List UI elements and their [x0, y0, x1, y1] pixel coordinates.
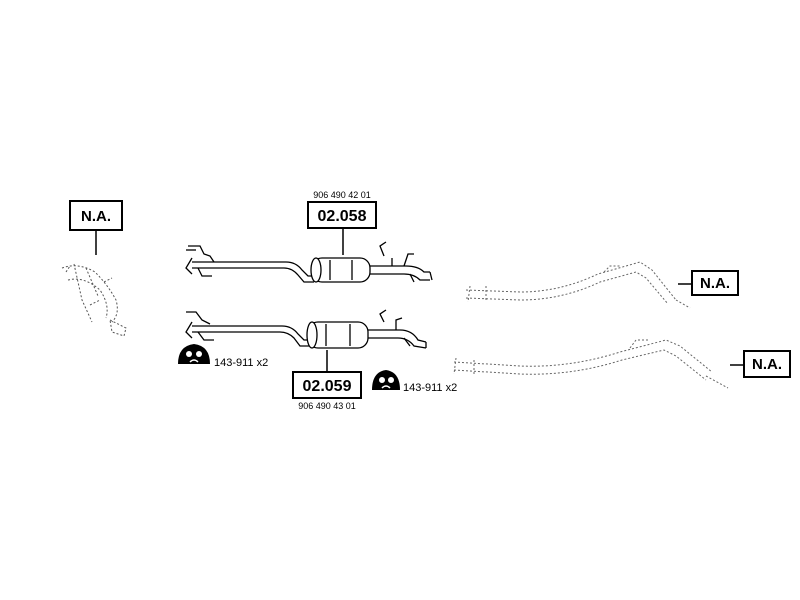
front-pipe-dashed-drawing [61, 263, 127, 337]
upper-tailpipe-dashed-drawing [465, 261, 691, 309]
na-right-upper-box [691, 270, 739, 296]
na-left-label: N.A. [81, 208, 111, 225]
hanger-right: 143-911 x2 [372, 370, 457, 394]
part-02059-oem-number: 906 490 43 01 [298, 401, 356, 411]
part-02059-box [292, 371, 362, 399]
part-02058-callout: 906 490 42 01 02.058 [307, 190, 377, 255]
upper-pipe-assembly-drawing [185, 241, 433, 283]
hanger-left-label: 143-911 x2 [214, 357, 268, 369]
rubber-hanger-icon [372, 370, 400, 390]
na-right-lower-label: N.A. [752, 356, 782, 373]
na-left-callout: N.A. [69, 200, 123, 255]
part-02058-box [307, 201, 377, 229]
lower-pipe-assembly-drawing [185, 309, 427, 349]
na-right-upper-label: N.A. [700, 275, 730, 292]
hanger-left: 143-911 x2 [178, 344, 268, 369]
hanger-right-label: 143-911 x2 [403, 382, 457, 394]
part-02059-callout: 02.059 906 490 43 01 [292, 350, 362, 411]
rubber-hanger-icon [178, 344, 210, 364]
na-right-lower-callout: N.A. [730, 350, 791, 378]
lower-tailpipe-dashed-drawing [453, 339, 729, 389]
part-02058-oem-number: 906 490 42 01 [313, 190, 371, 200]
part-02059-number: 02.059 [303, 378, 352, 395]
part-02058-number: 02.058 [318, 208, 367, 225]
na-right-upper-callout: N.A. [678, 270, 739, 296]
na-right-lower-box [743, 350, 791, 378]
